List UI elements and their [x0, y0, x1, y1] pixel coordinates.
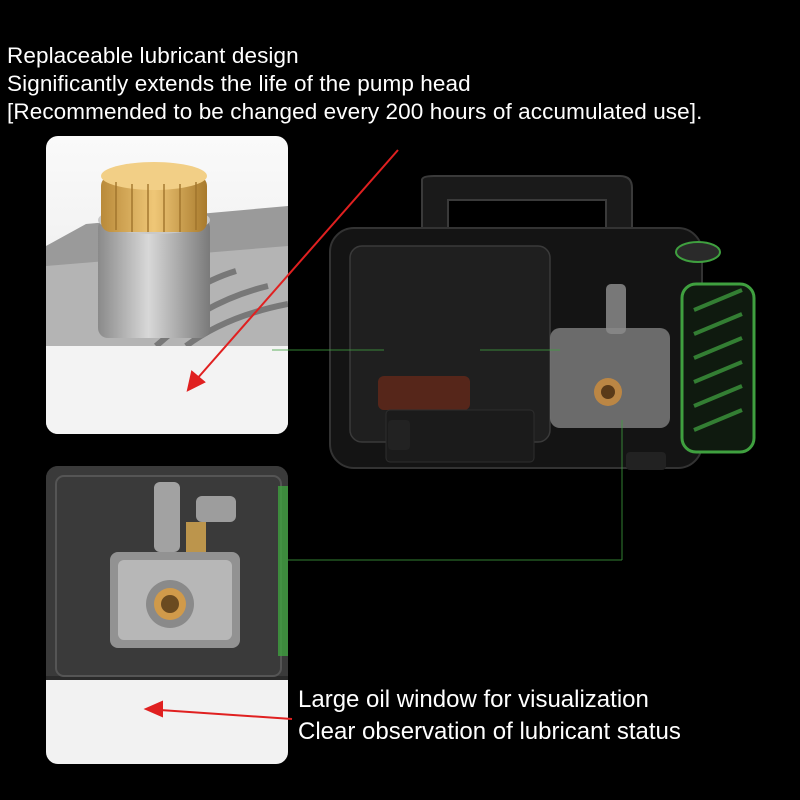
- pump-head: [550, 328, 670, 428]
- caption-line-2: Clear observation of lubricant status: [298, 718, 681, 745]
- oil-window-detail-panel: [46, 466, 288, 764]
- headline-line-3: [Recommended to be changed every 200 hou…: [7, 99, 703, 124]
- oil-cap-detail-panel: [46, 136, 288, 434]
- headline-text: Replaceable lubricant design Significant…: [7, 42, 702, 126]
- top-gauge-icon: [675, 241, 721, 263]
- callout-arrows: [143, 149, 399, 720]
- oil-window-illustration: [46, 466, 288, 764]
- handle: [421, 175, 633, 247]
- caption-line-1: Large oil window for visualization: [298, 686, 649, 713]
- oil-cap-illustration: [46, 136, 288, 434]
- headline-line-2: Significantly extends the life of the pu…: [7, 71, 471, 96]
- guide-lines: [272, 349, 623, 561]
- headline-line-1: Replaceable lubricant design: [7, 43, 299, 68]
- side-grille: [680, 282, 756, 454]
- caption-text: Large oil window for visualization Clear…: [298, 684, 681, 748]
